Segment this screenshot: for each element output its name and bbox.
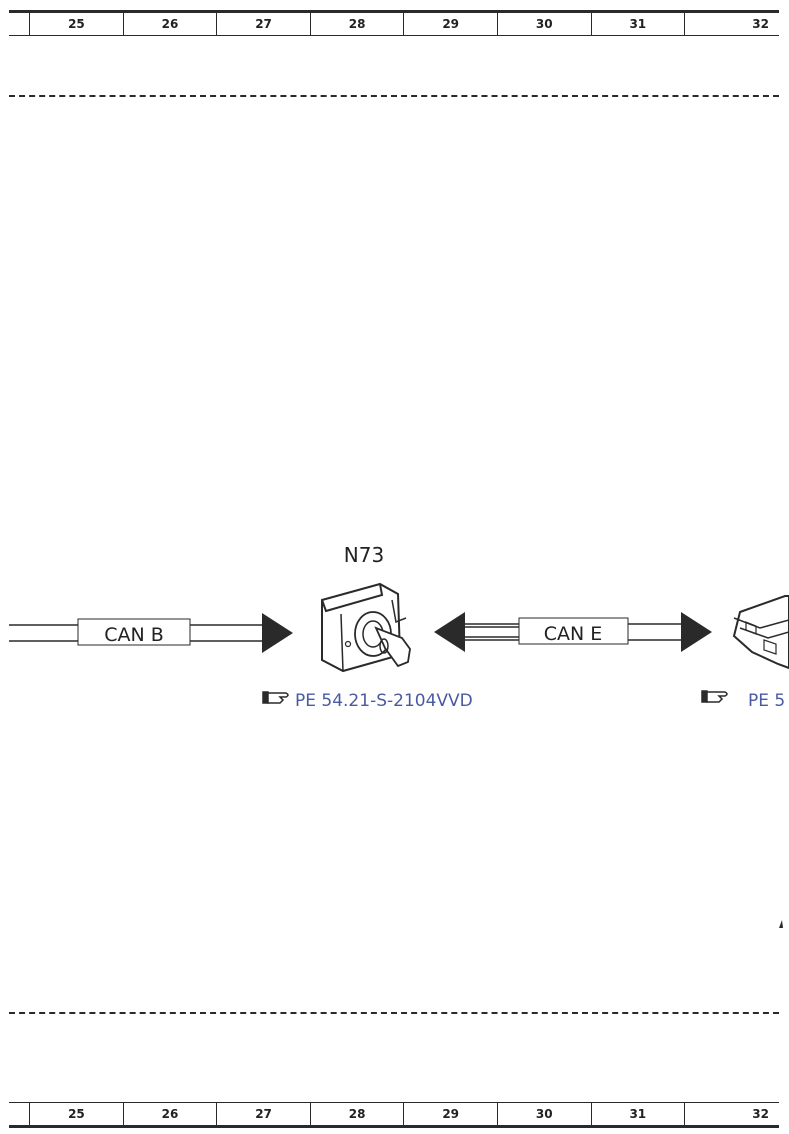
ruler-col: 29 (404, 13, 498, 35)
ruler-col: 28 (311, 13, 405, 35)
ruler-col: 27 (217, 13, 311, 35)
can-b-label: CAN B (104, 624, 164, 646)
ruler-col: 26 (124, 1103, 218, 1125)
ruler-col: 32 (752, 1107, 769, 1121)
control-unit-icon (732, 595, 789, 670)
reference-link-partial[interactable]: PE 5 (748, 691, 785, 711)
ruler-col: 25 (30, 13, 124, 35)
column-ruler-top: 25 26 27 28 29 30 31 32 (9, 10, 779, 36)
ruler-lead-cell (9, 13, 31, 35)
pointing-hand-icon (262, 691, 289, 704)
can-e-label: CAN E (544, 623, 603, 645)
ruler-col: 29 (404, 1103, 498, 1125)
ruler-col: 27 (217, 1103, 311, 1125)
ruler-col: 25 (30, 1103, 124, 1125)
arrow-right-icon (681, 612, 712, 652)
ruler-col: 30 (498, 13, 592, 35)
boundary-line-top (9, 95, 779, 97)
boundary-line-bottom (9, 1012, 779, 1014)
module-label: N73 (344, 543, 384, 567)
can-b-bus: CAN B (9, 613, 293, 653)
ruler-col: 31 (592, 1103, 686, 1125)
ruler-col: 30 (498, 1103, 592, 1125)
can-e-bus: CAN E (434, 612, 712, 652)
ruler-col: 32 (752, 17, 769, 31)
ruler-col: 31 (592, 13, 686, 35)
ruler-col: 28 (311, 1103, 405, 1125)
edge-mark (779, 920, 783, 928)
reference-edge[interactable]: PE 5 (701, 690, 785, 711)
ruler-lead-cell (9, 1103, 31, 1125)
pointing-hand-icon (701, 690, 728, 703)
ruler-col: 26 (124, 13, 218, 35)
reference-link[interactable]: PE 54.21-S-2104VVD (295, 691, 473, 711)
arrow-left-icon (434, 612, 465, 652)
ignition-switch-icon (321, 582, 411, 673)
reference-main[interactable]: PE 54.21-S-2104VVD (262, 691, 473, 711)
column-ruler-bottom: 25 26 27 28 29 30 31 32 (9, 1102, 779, 1128)
arrow-right-icon (262, 613, 293, 653)
